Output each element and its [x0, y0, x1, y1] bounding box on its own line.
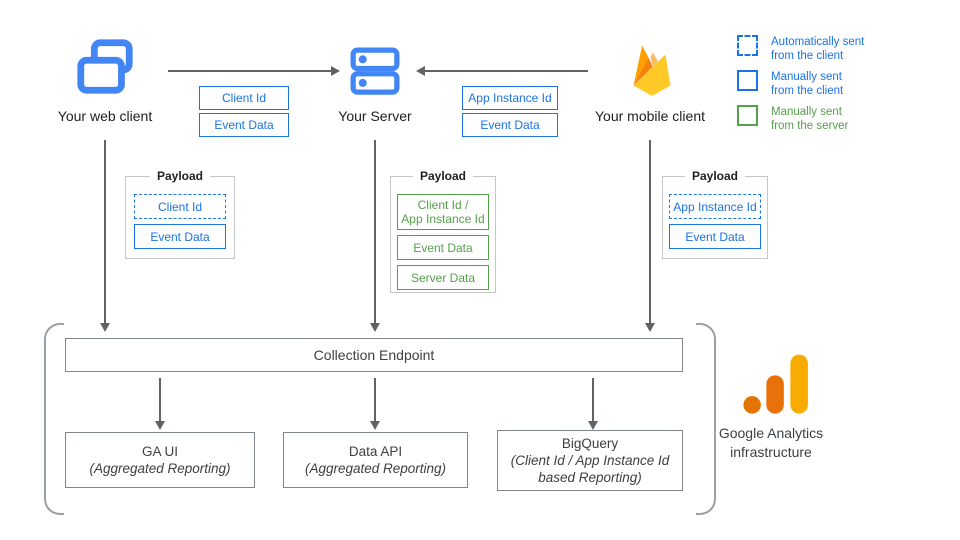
bigquery-box: BigQuery (Client Id / App Instance Id ba…: [497, 430, 683, 491]
payload-item-event-data: Event Data: [669, 224, 761, 249]
payload-title: Payload: [412, 169, 474, 183]
server-label: Your Server: [338, 108, 412, 124]
arrow-server-to-endpoint: [370, 140, 380, 332]
arrow-web-to-server: [168, 66, 340, 76]
arrow-mobile-to-server: [416, 66, 588, 76]
legend-item-manual-server: Manually sent from the server: [737, 105, 947, 133]
server-payload: Payload Client Id / App Instance Id Even…: [390, 169, 496, 293]
arrow-mobile-to-endpoint: [645, 140, 655, 332]
payload-item-client-id: Client Id: [134, 194, 226, 219]
solid-blue-swatch: [737, 70, 758, 91]
bracket-right: [696, 323, 716, 515]
legend-item-auto-client: Automatically sent from the client: [737, 35, 947, 63]
legend-label: Automatically sent from the client: [771, 36, 865, 62]
solid-green-swatch: [737, 105, 758, 126]
ga-ui-title: GA UI: [141, 444, 178, 459]
collection-endpoint-box: Collection Endpoint: [65, 338, 683, 372]
legend-item-manual-client: Manually sent from the client: [737, 70, 947, 98]
event-data-chip: Event Data: [462, 113, 558, 137]
payload-item-client-or-app-id: Client Id / App Instance Id: [397, 194, 489, 230]
payload-title: Payload: [149, 169, 211, 183]
data-api-title: Data API: [348, 444, 403, 459]
web-payload: Payload Client Id Event Data: [125, 169, 235, 259]
mobile-arrow-labels: App Instance Id Event Data: [462, 86, 558, 137]
data-api-subtitle: (Aggregated Reporting): [304, 461, 447, 476]
bigquery-title: BigQuery: [561, 436, 619, 451]
event-data-chip: Event Data: [199, 113, 289, 137]
google-analytics-icon: [743, 354, 808, 414]
legend-label: Manually sent from the client: [771, 71, 844, 97]
client-id-chip: Client Id: [199, 86, 289, 110]
bracket-left: [44, 323, 64, 515]
payload-item-event-data: Event Data: [134, 224, 226, 249]
arrow-endpoint-to-dataapi: [370, 378, 380, 430]
arrow-endpoint-to-gaui: [155, 378, 165, 430]
data-api-box: Data API (Aggregated Reporting): [283, 432, 468, 488]
web-arrow-labels: Client Id Event Data: [199, 86, 289, 137]
arrow-endpoint-to-bigquery: [588, 378, 598, 430]
server-icon: [350, 47, 400, 95]
collection-endpoint-label: Collection Endpoint: [313, 346, 435, 363]
payload-item-event-data: Event Data: [397, 235, 489, 260]
mobile-payload: Payload App Instance Id Event Data: [662, 169, 768, 259]
legend-label: Manually sent from the server: [771, 106, 849, 132]
app-instance-id-chip: App Instance Id: [462, 86, 558, 110]
payload-item-server-data: Server Data: [397, 265, 489, 290]
web-client-icon: [77, 39, 133, 94]
bigquery-subtitle: (Client Id / App Instance Id based Repor…: [510, 453, 670, 485]
payload-title: Payload: [684, 169, 746, 183]
firebase-icon: [633, 45, 671, 96]
arrow-web-to-endpoint: [100, 140, 110, 332]
ga-ui-box: GA UI (Aggregated Reporting): [65, 432, 255, 488]
web-client-label: Your web client: [57, 108, 153, 124]
google-analytics-caption: Google Analytics infrastructure: [718, 425, 824, 460]
mobile-client-label: Your mobile client: [595, 108, 705, 124]
payload-item-app-instance-id: App Instance Id: [669, 194, 761, 219]
ga-ui-subtitle: (Aggregated Reporting): [89, 461, 231, 476]
dashed-blue-swatch: [737, 35, 758, 56]
